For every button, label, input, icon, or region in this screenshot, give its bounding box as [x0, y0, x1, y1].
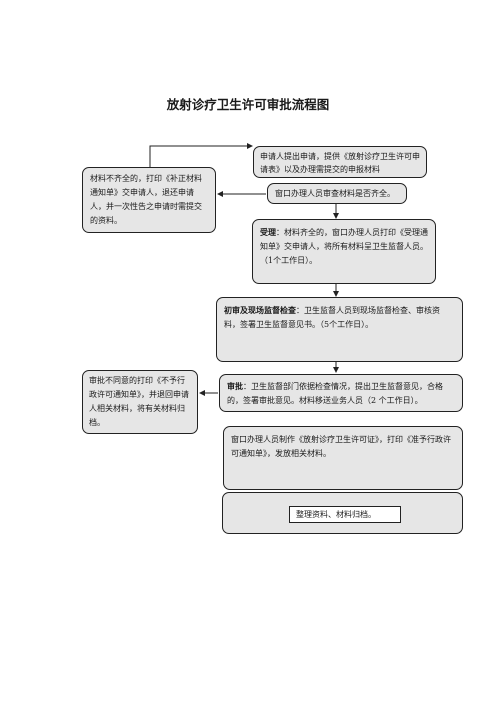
archive-step-box: 整理资料、材料归档。: [289, 506, 401, 523]
check-step-text: 窗口办理人员审查材料是否齐全。: [275, 189, 395, 198]
approve-step-label: 审批: [227, 381, 243, 391]
archive-outer-box: 整理资料、材料归档。: [222, 492, 463, 534]
apply-step-box: 申请人提出申请，提供《放射诊疗卫生许可申请表》以及办理需提交的申报材料: [253, 146, 427, 178]
issue-step-text: 窗口办理人员制作《放射诊疗卫生许可证》，打印《准予行政许可通知单》，发放相关材料…: [231, 435, 451, 458]
page-title: 放射诊疗卫生许可审批流程图: [166, 97, 330, 112]
reject-step-box: 审批不同意的打印《不予行政许可通知单》，并退回申请人相关材料，将有关材料归档。: [82, 370, 198, 434]
archive-step-text: 整理资料、材料归档。: [296, 510, 376, 519]
apply-step-text: 申请人提出申请，提供《放射诊疗卫生许可申请表》以及办理需提交的申报材料: [260, 152, 420, 174]
accept-step-text: ：材料齐全的，窗口办理人员打印《受理通知单》交申请人，将所有材料呈卫生监督人员。…: [260, 228, 428, 265]
inspect-step-box: 初审及现场监督检查：卫生监督人员到现场监督检查、审核资料，签署卫生监督意见书。（…: [216, 297, 463, 362]
reject-step-text: 审批不同意的打印《不予行政许可通知单》，并退回申请人相关材料，将有关材料归档。: [89, 376, 189, 427]
approve-step-text: ：卫生监督部门依据检查情况，提出卫生监督意见，合格的，签署审批意见。材料移送业务…: [227, 382, 443, 405]
accept-step-box: 受理：材料齐全的，窗口办理人员打印《受理通知单》交申请人，将所有材料呈卫生监督人…: [252, 219, 436, 284]
incomplete-step-text: 材料不齐全的，打印《补正材料通知单》交申请人，退还申请人，并一次性告之申请时需提…: [90, 174, 202, 225]
approve-step-box: 审批：卫生监督部门依据检查情况，提出卫生监督意见，合格的，签署审批意见。材料移送…: [219, 374, 463, 412]
incomplete-step-box: 材料不齐全的，打印《补正材料通知单》交申请人，退还申请人，并一次性告之申请时需提…: [82, 167, 216, 233]
inspect-step-label: 初审及现场监督检查: [224, 305, 296, 315]
inspect-step-text: ：卫生监督人员到现场监督检查、审核资料，签署卫生监督意见书。（5个工作日）。: [224, 306, 440, 329]
accept-step-label: 受理: [260, 227, 276, 237]
return-connector: [149, 143, 253, 167]
issue-step-box: 窗口办理人员制作《放射诊疗卫生许可证》，打印《准予行政许可通知单》，发放相关材料…: [223, 426, 463, 490]
check-step-box: 窗口办理人员审查材料是否齐全。: [267, 183, 407, 204]
